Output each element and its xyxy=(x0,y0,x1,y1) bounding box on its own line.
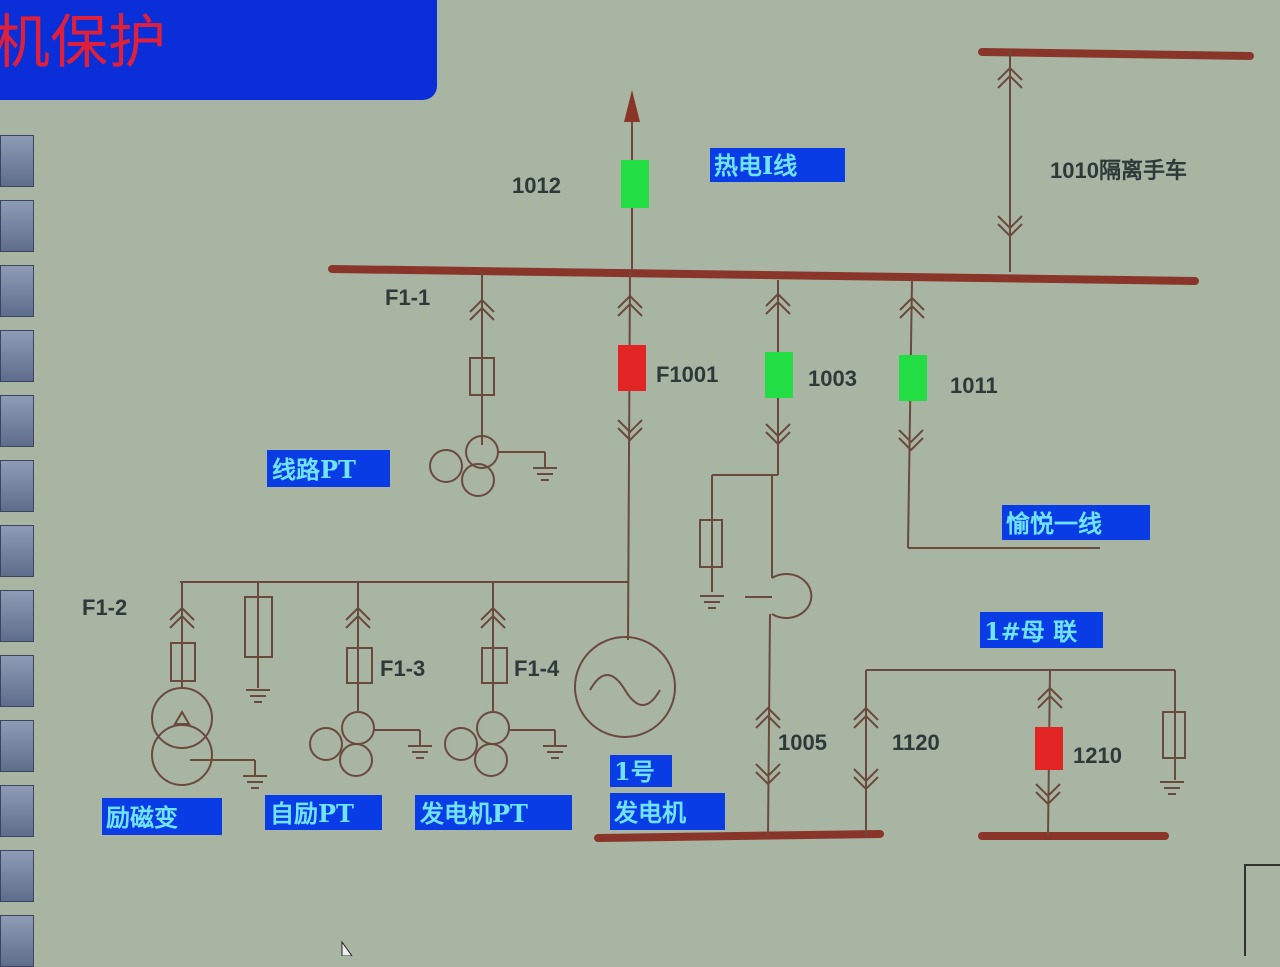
breaker-1012[interactable] xyxy=(621,160,649,208)
breaker-1003[interactable] xyxy=(765,352,793,398)
main-busbar xyxy=(328,265,1199,285)
svg-text:自励PT: 自励PT xyxy=(270,799,354,828)
tag-yuyue-line: 愉悦一线 xyxy=(1002,505,1150,540)
self-excitation-pt-branch: F1-3 xyxy=(309,582,433,777)
mouse-cursor-icon xyxy=(341,940,353,956)
label-f1001: F1001 xyxy=(656,362,718,387)
side-button[interactable] xyxy=(0,330,34,382)
tag-generator-number: 1号 xyxy=(610,755,672,787)
header-banner: 机保护 xyxy=(0,0,437,100)
label-f1-3: F1-3 xyxy=(380,656,425,681)
label-f1-2: F1-2 xyxy=(82,595,127,620)
header-title: 机保护 xyxy=(0,8,166,76)
svg-text:热电I线: 热电I线 xyxy=(714,151,797,180)
generator-symbol xyxy=(574,636,676,738)
bottom-busbar-left xyxy=(594,830,884,842)
svg-text:发电机: 发电机 xyxy=(613,798,686,827)
label-f1-4: F1-4 xyxy=(514,656,560,681)
disconnect-1010: 1010隔离手车 xyxy=(997,52,1187,272)
feeder-1011: 1011 xyxy=(898,279,1100,549)
side-button[interactable] xyxy=(0,200,34,252)
tag-redian-line: 热电I线 xyxy=(710,148,845,182)
feeder-1012: 1012 xyxy=(512,90,649,270)
side-button[interactable] xyxy=(0,395,34,447)
line-pt-branch: F1-1 xyxy=(385,272,558,497)
side-button[interactable] xyxy=(0,655,34,707)
tag-generator: 发电机 xyxy=(610,793,725,830)
feeder-1003: 1003 1005 xyxy=(699,280,857,837)
label-1005: 1005 xyxy=(778,730,827,755)
side-button[interactable] xyxy=(0,850,34,902)
label-1010: 1010隔离手车 xyxy=(1050,158,1187,183)
bus-coupler: 1120 1210 xyxy=(853,669,1186,837)
breaker-1011[interactable] xyxy=(899,355,927,401)
svg-text:1#母 联: 1#母 联 xyxy=(984,617,1077,646)
arrow-up-icon xyxy=(624,90,640,122)
excitation-transformer-branch: F1-2 xyxy=(82,582,273,789)
side-button[interactable] xyxy=(0,525,34,577)
top-right-busbar xyxy=(978,48,1254,60)
side-button[interactable] xyxy=(0,460,34,512)
svg-text:愉悦一线: 愉悦一线 xyxy=(1006,509,1102,538)
label-1011: 1011 xyxy=(950,373,998,398)
label-f1-1: F1-1 xyxy=(385,285,430,310)
tag-line-pt: 线路PT xyxy=(267,450,390,487)
breaker-1210[interactable] xyxy=(1035,727,1063,770)
svg-text:1号: 1号 xyxy=(614,757,655,786)
side-button[interactable] xyxy=(0,590,34,642)
breaker-f1001[interactable] xyxy=(618,345,646,391)
generator-pt-branch: F1-4 xyxy=(444,582,568,777)
svg-text:发电机PT: 发电机PT xyxy=(419,799,528,828)
tag-self-excitation-pt: 自励PT xyxy=(265,795,382,830)
label-1120: 1120 xyxy=(892,730,940,755)
tag-excitation-transformer: 励磁变 xyxy=(102,798,222,835)
side-button[interactable] xyxy=(0,135,34,187)
label-1210: 1210 xyxy=(1073,743,1122,768)
corner-panel xyxy=(1244,864,1280,956)
svg-text:线路PT: 线路PT xyxy=(272,455,356,484)
side-button[interactable] xyxy=(0,720,34,772)
side-button[interactable] xyxy=(0,785,34,837)
label-1012: 1012 xyxy=(512,173,561,198)
generator-branch: F1001 xyxy=(180,271,718,738)
tag-bus-coupler: 1#母 联 xyxy=(980,612,1103,648)
label-1003: 1003 xyxy=(808,366,857,391)
side-button[interactable] xyxy=(0,265,34,317)
svg-text:励磁变: 励磁变 xyxy=(106,803,178,832)
tag-generator-pt: 发电机PT xyxy=(415,795,572,830)
